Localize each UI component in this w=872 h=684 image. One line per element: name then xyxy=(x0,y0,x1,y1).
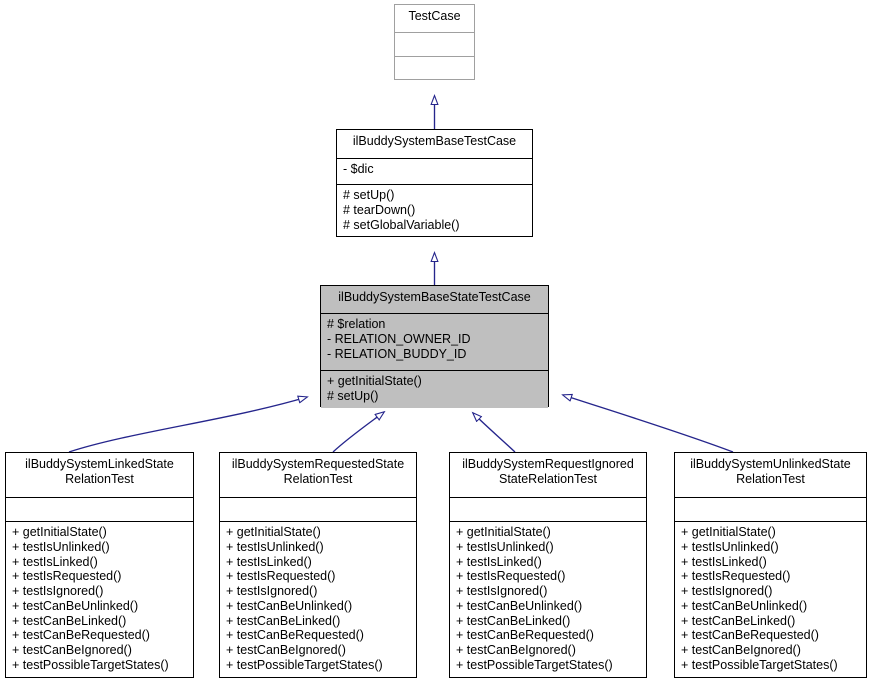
class-method: + testCanBeLinked() xyxy=(226,613,341,628)
class-method: + testIsIgnored() xyxy=(456,584,548,598)
class-method: # setGlobalVariable() xyxy=(343,217,460,232)
class-method: # tearDown() xyxy=(343,202,416,217)
class-methods-compartment: + getInitialState()# setUp() xyxy=(321,370,548,408)
class-name-label: ilBuddySystemBaseStateTestCase xyxy=(321,286,548,313)
class-method: + testCanBeIgnored() xyxy=(226,643,346,657)
class-method: + testIsRequested() xyxy=(226,569,336,584)
class-node-testcase[interactable]: TestCase xyxy=(394,4,475,80)
class-node-base-testcase[interactable]: ilBuddySystemBaseTestCase - $dic # setUp()… xyxy=(336,129,533,237)
class-method: + testIsUnlinked() xyxy=(681,539,779,554)
class-method: + testCanBeUnlinked() xyxy=(12,598,139,613)
class-methods-compartment: # setUp()# tearDown()# setGlobalVariable… xyxy=(337,184,532,236)
class-method: + testPossibleTargetStates() xyxy=(12,657,169,672)
class-attributes-compartment: # $relation- RELATION_OWNER_ID- RELATION… xyxy=(321,313,548,370)
class-method: + testIsRequested() xyxy=(12,569,122,584)
class-node-request-ignored-state[interactable]: ilBuddySystemRequestIgnored StateRelatio… xyxy=(449,452,647,678)
class-name-label: ilBuddySystemRequestedState RelationTest xyxy=(231,457,405,486)
class-method: + testCanBeIgnored() xyxy=(456,643,576,657)
class-method: + testCanBeLinked() xyxy=(12,613,127,628)
class-methods-compartment: + getInitialState()+ testIsUnlinked()+ t… xyxy=(450,521,646,677)
class-method: + testIsRequested() xyxy=(456,569,566,584)
class-node-base-state-testcase[interactable]: ilBuddySystemBaseStateTestCase# $relatio… xyxy=(320,285,549,408)
inheritance-arrow xyxy=(473,413,516,453)
class-method: + testIsLinked() xyxy=(681,554,767,569)
class-node-linked-state[interactable]: ilBuddySystemLinkedState RelationTest + g… xyxy=(5,452,194,678)
class-attributes-compartment: - $dic xyxy=(337,158,532,184)
class-method: + testPossibleTargetStates() xyxy=(226,657,383,672)
class-attributes-compartment xyxy=(675,497,866,521)
class-name-label: ilBuddySystemBaseTestCase xyxy=(352,134,517,148)
class-method: + testCanBeIgnored() xyxy=(681,643,801,657)
class-method: + getInitialState() xyxy=(456,525,551,539)
class-method: + testCanBeLinked() xyxy=(456,613,571,628)
class-method: + testIsLinked() xyxy=(226,554,312,569)
class-method: # setUp() xyxy=(327,388,379,403)
class-method: + testCanBeRequested() xyxy=(226,628,364,643)
class-method: + testCanBeIgnored() xyxy=(12,643,132,657)
class-method: + testCanBeUnlinked() xyxy=(456,598,583,613)
inheritance-arrow xyxy=(332,412,384,453)
class-method: + testCanBeLinked() xyxy=(681,613,796,628)
class-attribute: - RELATION_BUDDY_ID xyxy=(327,346,467,361)
class-attributes-compartment xyxy=(450,497,646,521)
class-method: + testPossibleTargetStates() xyxy=(681,657,838,672)
class-method: + testPossibleTargetStates() xyxy=(456,657,613,672)
class-attribute: # $relation xyxy=(327,317,386,331)
class-attribute: - RELATION_OWNER_ID xyxy=(327,331,471,346)
class-method: + testCanBeRequested() xyxy=(681,628,819,643)
class-node-unlinked-state[interactable]: ilBuddySystemUnlinkedState RelationTest +… xyxy=(674,452,867,678)
class-name-label: TestCase xyxy=(408,9,461,23)
class-attributes-compartment xyxy=(395,32,474,56)
class-method: + testIsLinked() xyxy=(456,554,542,569)
class-attribute: - $dic xyxy=(343,162,374,176)
class-methods-compartment: + getInitialState()+ testIsUnlinked()+ t… xyxy=(220,521,416,677)
class-method: + testIsIgnored() xyxy=(681,584,773,598)
class-attributes-compartment xyxy=(6,497,193,521)
class-method: + testIsIgnored() xyxy=(12,584,104,598)
inheritance-arrow xyxy=(563,395,734,453)
class-method: # setUp() xyxy=(343,188,395,202)
class-name-label: ilBuddySystemRequestIgnored StateRelatio… xyxy=(462,457,634,486)
class-method: + testIsUnlinked() xyxy=(226,539,324,554)
class-method: + getInitialState() xyxy=(681,525,776,539)
class-method: + testCanBeRequested() xyxy=(12,628,150,643)
class-methods-compartment xyxy=(395,56,474,78)
class-node-requested-state[interactable]: ilBuddySystemRequestedState RelationTest… xyxy=(219,452,417,678)
inheritance-arrow xyxy=(68,397,307,453)
class-method: + testIsLinked() xyxy=(12,554,98,569)
class-method: + testCanBeUnlinked() xyxy=(226,598,353,613)
class-method: + testCanBeRequested() xyxy=(456,628,594,643)
class-methods-compartment: + getInitialState()+ testIsUnlinked()+ t… xyxy=(6,521,193,677)
class-method: + testCanBeUnlinked() xyxy=(681,598,808,613)
class-method: + getInitialState() xyxy=(327,374,422,388)
class-method: + testIsUnlinked() xyxy=(12,539,110,554)
class-method: + getInitialState() xyxy=(226,525,321,539)
class-methods-compartment: + getInitialState()+ testIsUnlinked()+ t… xyxy=(675,521,866,677)
class-name-label: ilBuddySystemLinkedState RelationTest xyxy=(25,457,174,486)
class-method: + testIsRequested() xyxy=(681,569,791,584)
class-attributes-compartment xyxy=(220,497,416,521)
class-method: + testIsIgnored() xyxy=(226,584,318,598)
class-method: + testIsUnlinked() xyxy=(456,539,554,554)
class-name-label: ilBuddySystemUnlinkedState RelationTest xyxy=(690,457,851,486)
class-method: + getInitialState() xyxy=(12,525,107,539)
